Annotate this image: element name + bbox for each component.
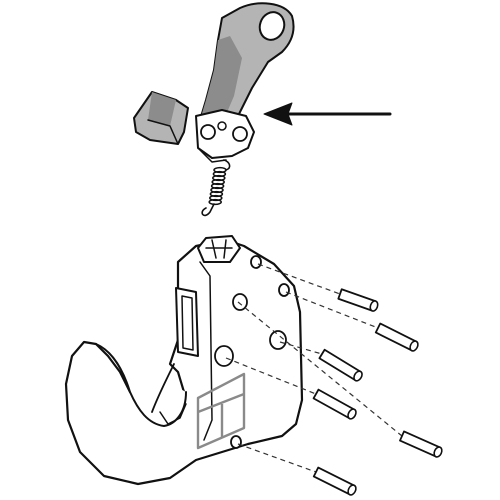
roll-pin-end [369,300,379,312]
spring-coil [210,182,225,190]
spring-coil [211,178,225,186]
pin-hole-1 [250,255,262,269]
spring-coil [210,186,224,194]
hook-body-outline [64,238,304,486]
leader-line [285,291,379,329]
roll-pin-end [347,484,357,496]
pivot-bracket [195,109,255,159]
pin-hole-5 [214,345,234,367]
roll-pin-end [347,408,357,420]
spring-coil [212,174,226,182]
side-slot-window [175,287,199,357]
lever-assembly [133,2,295,217]
tension-spring [201,159,231,217]
latch-pawl-face [148,92,176,126]
pivot-pin-2 [232,126,248,142]
roll-pin-2 [285,291,419,352]
roll-pin-4 [225,357,357,420]
spring-coil [209,190,224,198]
pin-hole-4 [269,330,287,350]
pivot-pin-3 [217,121,227,131]
spring-coil [212,170,227,178]
leader-line [237,443,317,473]
roll-pin-end [433,446,443,458]
arrow-left-icon [263,102,392,126]
lever-eye-hole [258,11,286,41]
pivot-pin-1 [200,124,216,140]
spring-coil [209,194,223,202]
pin-hole-3 [232,293,248,311]
spring-coil [213,166,227,174]
roll-pin-6 [237,443,357,496]
spring-coil [208,198,222,206]
lever-arm-shade [200,36,242,132]
top-slot-block [197,235,241,263]
pin-hole-2 [278,283,290,297]
roll-pin-1 [257,263,379,312]
roll-pin-end [409,340,419,352]
roll-pins [225,263,443,496]
t-slot-stamp-icon [196,372,246,450]
pin-hole-6 [230,435,242,449]
leader-line [257,263,341,295]
roll-pin-end [353,370,363,382]
leader-line [225,357,317,395]
leader-line [279,341,323,355]
hook-throat [95,343,187,427]
roll-pin-3 [279,341,363,382]
roll-pin-5 [237,301,443,458]
hook-body [64,235,304,486]
